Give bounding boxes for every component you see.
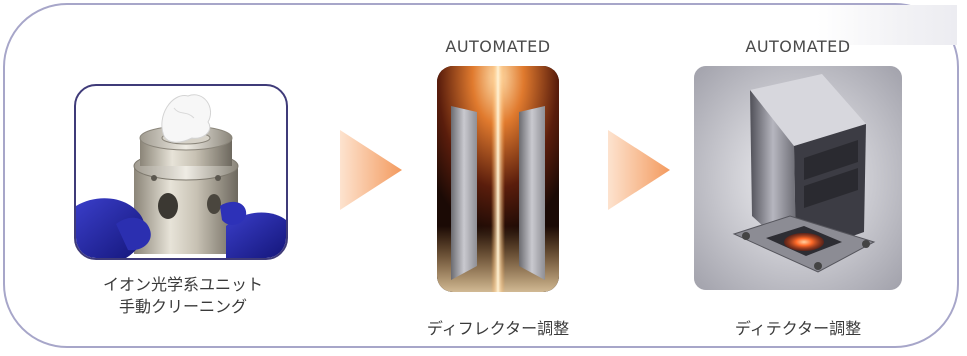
step2-top-label: AUTOMATED <box>445 37 551 56</box>
deflector-photo <box>437 66 559 292</box>
step1-caption-line1: イオン光学系ユニット <box>102 275 263 294</box>
manual-cleaning-illustration <box>76 94 286 258</box>
detector-illustration <box>694 66 902 290</box>
manual-cleaning-photo <box>74 84 288 260</box>
step3-caption-line1: ディテクター調整 <box>734 319 862 338</box>
detector-photo <box>694 66 902 290</box>
step1-caption-line2: 手動クリーニング <box>118 297 247 316</box>
arrow-right-icon <box>340 130 402 210</box>
step2-caption-line1: ディフレクター調整 <box>426 319 570 338</box>
arrow-right-icon <box>608 130 670 210</box>
step3-caption: ディテクター調整 <box>698 318 898 340</box>
step3-top-label: AUTOMATED <box>745 37 851 56</box>
step2-caption: ディフレクター調整 <box>398 318 598 340</box>
step1-caption: イオン光学系ユニット 手動クリーニング <box>85 274 281 318</box>
corner-decoration <box>817 5 957 45</box>
deflector-illustration <box>437 66 559 292</box>
